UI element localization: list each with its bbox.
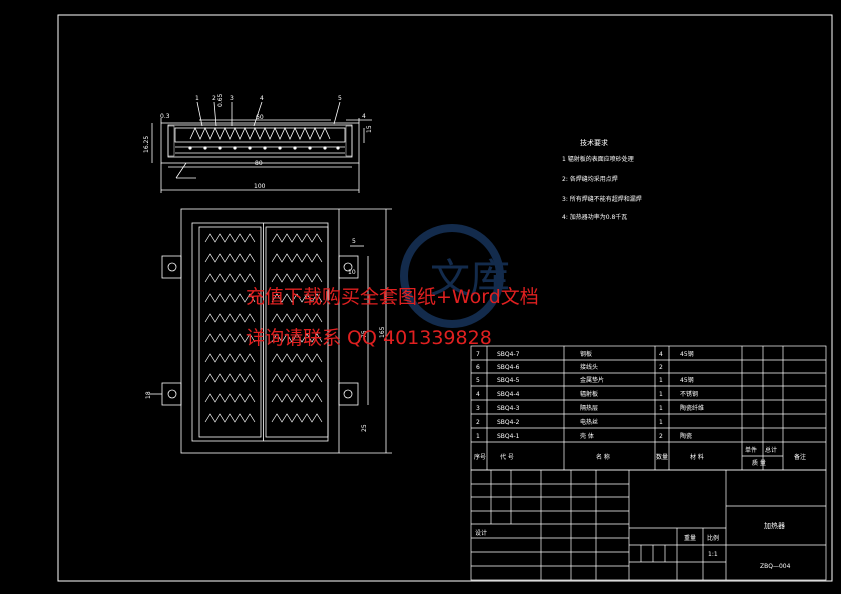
bom-row-3-material: 陶瓷纤维 <box>680 404 704 412</box>
bom-row-7-qty: 4 <box>659 351 663 358</box>
bom-row-2-code: SBQ4-2 <box>497 419 520 426</box>
bom-row-4-no: 4 <box>476 391 480 398</box>
bom-header-code: 代 号 <box>500 453 514 461</box>
dim-18: 18 <box>145 391 152 399</box>
tech-req-title: 技术要求 <box>580 138 608 147</box>
watermark-line-2: 详询请联系 QQ 401339828 <box>246 327 492 349</box>
balloon-4: 4 <box>260 95 264 102</box>
bom-row-2-name: 电热丝 <box>580 418 598 426</box>
bom-header-total-weight: 总计 <box>765 446 777 454</box>
bom-row-7-name: 钢板 <box>580 350 592 358</box>
balloon-5: 5 <box>338 95 342 102</box>
bom-rows: 7 SBQ4-7 钢板 4 45钢 6 SBQ4-6 接线头 2 5 SBQ4-… <box>476 350 704 440</box>
balloon-1: 1 <box>195 95 199 102</box>
bom-row-5-no: 5 <box>476 377 480 384</box>
bom-header-no: 序号 <box>474 453 486 461</box>
bom-row-4-qty: 1 <box>659 391 663 398</box>
title-block-drawing-no: ZBQ—004 <box>760 563 791 570</box>
bom-row-3-qty: 1 <box>659 405 663 412</box>
tech-req-item-4: 4: 加热器功率为0.8千瓦 <box>562 213 627 221</box>
plan-view <box>150 208 392 454</box>
dim-60: 60 <box>256 114 264 121</box>
watermark-logo-text: 文库 <box>430 256 510 302</box>
dim-100: 100 <box>254 183 266 190</box>
bom-row-5-name: 金属垫片 <box>580 376 604 384</box>
bom-header-material: 材 料 <box>690 453 704 461</box>
bom-row-4-code: SBQ4-4 <box>497 391 520 398</box>
title-block-part-name: 加热器 <box>764 521 785 530</box>
bom-row-3-no: 3 <box>476 405 480 412</box>
bom-row-7-no: 7 <box>476 351 480 358</box>
bom-row-6-name: 接线头 <box>580 363 598 371</box>
tech-req-item-3: 3: 所有焊缝不能有超焊和漏焊 <box>562 195 642 203</box>
bom-table-grid <box>470 345 827 581</box>
dim-4: 4 <box>362 113 366 120</box>
bom-row-1-no: 1 <box>476 433 480 440</box>
dim-5: 5 <box>352 238 356 245</box>
bom-header-name: 名 称 <box>596 453 610 461</box>
drawing-border <box>57 14 833 582</box>
dim-0-3: 0.3 <box>160 113 170 120</box>
title-block: 设计 重量 比例 1:1 加热器 ZBQ—004 <box>475 521 791 570</box>
bom-row-1-code: SBQ4-1 <box>497 433 520 440</box>
balloon-2: 2 <box>212 95 216 102</box>
bom-row-6-no: 6 <box>476 364 480 371</box>
heating-wire <box>204 233 323 423</box>
watermark-line-1: 充值下载购买全套图纸+Word文档 <box>246 286 539 308</box>
bom-row-5-qty: 1 <box>659 377 663 384</box>
bom-row-5-code: SBQ4-5 <box>497 377 520 384</box>
bom-row-2-qty: 1 <box>659 419 663 426</box>
bom-row-6-qty: 2 <box>659 364 663 371</box>
bom-row-5-material: 45钢 <box>680 376 694 384</box>
bom-row-7-material: 45钢 <box>680 350 694 358</box>
bom-header-qty: 数量 <box>656 453 668 461</box>
tech-req-item-1: 1 辐射板的表面应喷砂处理 <box>562 155 634 163</box>
bom-row-3-code: SBQ4-3 <box>497 405 520 412</box>
dim-10: 10 <box>348 269 356 276</box>
bom-row-4-material: 不锈钢 <box>680 390 698 398</box>
bom-row-1-qty: 2 <box>659 433 663 440</box>
tech-req-item-2: 2: 各焊缝均采用点焊 <box>562 175 618 183</box>
title-block-weight-label: 重量 <box>684 534 696 542</box>
bom-row-7-code: SBQ4-7 <box>497 351 520 358</box>
dim-0-65: 0.65 <box>217 93 224 107</box>
dim-25: 25 <box>361 424 368 432</box>
section-hatch <box>167 125 353 157</box>
dim-165: 165 <box>379 326 386 338</box>
section-view <box>151 101 372 193</box>
bom-row-1-name: 壳 体 <box>580 432 594 440</box>
bom-header: 序号 代 号 名 称 数量 材 料 单件 总计 质 量 备注 <box>474 446 806 467</box>
dim-80: 80 <box>255 160 263 167</box>
bom-header-remark: 备注 <box>794 453 806 461</box>
dim-75: 75 <box>361 330 368 338</box>
watermark-logo: 文库 <box>400 224 510 328</box>
bom-header-weight: 质 量 <box>752 459 766 467</box>
bom-row-6-code: SBQ4-6 <box>497 364 520 371</box>
title-block-scale-label: 比例 <box>707 534 719 542</box>
title-block-scale: 1:1 <box>708 551 718 558</box>
dim-15: 15 <box>366 125 373 133</box>
bom-row-1-material: 陶瓷 <box>680 432 692 440</box>
dim-16-25: 16.25 <box>143 136 150 153</box>
bom-row-3-name: 隔热层 <box>580 404 598 412</box>
title-block-design: 设计 <box>475 529 487 537</box>
bom-row-4-name: 辐射板 <box>580 390 598 398</box>
bom-row-2-no: 2 <box>476 419 480 426</box>
balloon-3: 3 <box>230 95 234 102</box>
bom-header-unit-weight: 单件 <box>745 446 757 454</box>
